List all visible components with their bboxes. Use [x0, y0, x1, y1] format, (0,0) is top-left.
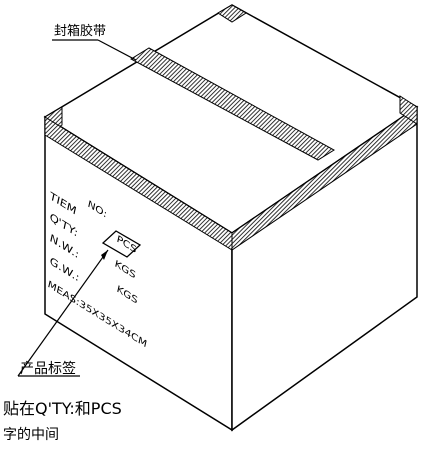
tape-right-corner [399, 95, 418, 125]
label-leader-line [17, 249, 109, 377]
tape-leader-line [97, 39, 137, 61]
tape-back-edge [217, 4, 247, 23]
note-line-1: 贴在Q'TY:和PCS [3, 399, 122, 418]
note-line-2: 字的中间 [3, 427, 59, 443]
product-label-box [101, 230, 142, 258]
tape-callout-label: 封箱胶带 [54, 23, 106, 39]
product-label-callout: 产品标签 [20, 360, 76, 377]
tape-top-strip [129, 47, 335, 161]
label-arrowhead [101, 250, 108, 260]
